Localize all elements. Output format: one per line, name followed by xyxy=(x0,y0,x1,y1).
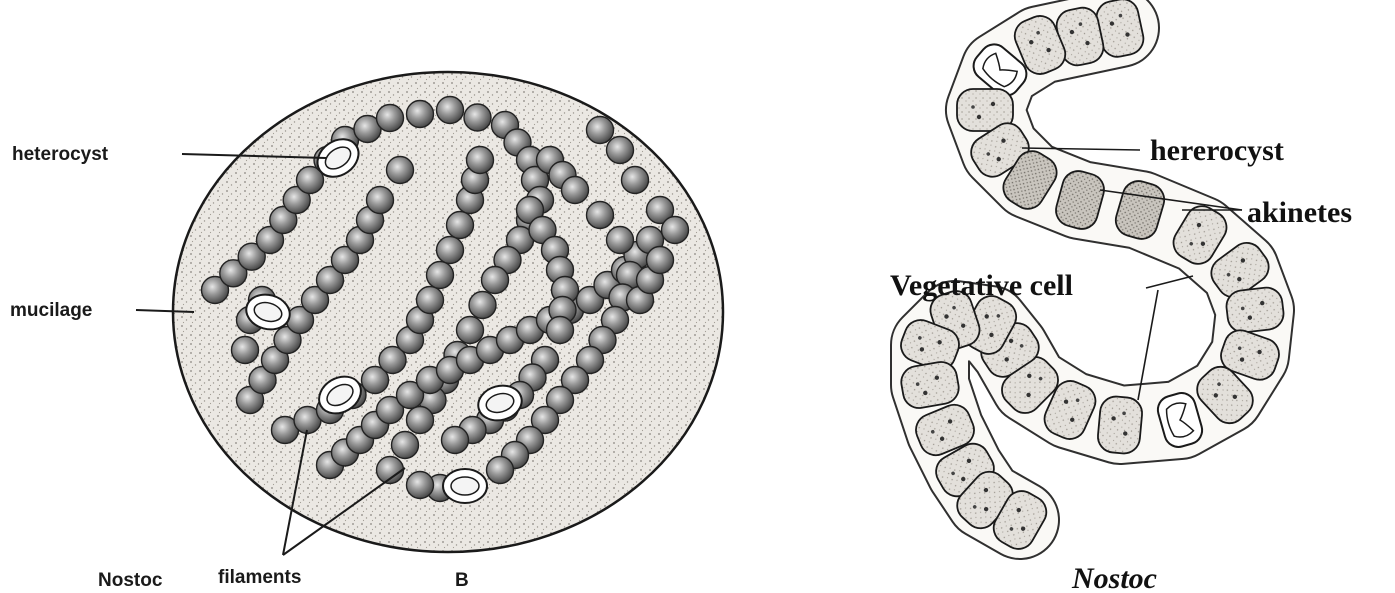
filament-bead xyxy=(457,317,484,344)
filament-bead xyxy=(547,317,574,344)
heterocyst-cell xyxy=(443,469,487,503)
filament-bead xyxy=(447,212,474,239)
filament-bead xyxy=(407,472,434,499)
filament-bead xyxy=(367,187,394,214)
filament-bead xyxy=(417,287,444,314)
filament-bead xyxy=(232,337,259,364)
filament-bead xyxy=(482,267,509,294)
filament-bead xyxy=(377,105,404,132)
filament-bead xyxy=(622,167,649,194)
filament-bead xyxy=(437,97,464,124)
label-nostoc: Nostoc xyxy=(98,570,163,591)
vegetative-cell xyxy=(1097,395,1144,455)
filament-bead xyxy=(427,262,454,289)
filament-bead xyxy=(662,217,689,244)
label-filaments: filaments xyxy=(218,567,301,588)
filament-bead xyxy=(464,104,491,131)
filament-bead xyxy=(407,407,434,434)
filament-bead xyxy=(607,137,634,164)
filament-bead xyxy=(607,227,634,254)
left-colony-figure xyxy=(173,72,723,552)
label-akinetes: akinetes xyxy=(1247,196,1352,229)
label-mucilage: mucilage xyxy=(10,300,92,321)
filament-bead xyxy=(469,292,496,319)
filament-bead xyxy=(437,237,464,264)
vegetative-cell xyxy=(1225,286,1286,334)
filament-bead xyxy=(487,457,514,484)
filament-bead xyxy=(562,177,589,204)
filament-bead xyxy=(467,147,494,174)
label-panel-b: B xyxy=(455,570,469,591)
vegetative-leader-1 xyxy=(1146,276,1193,288)
filament-bead xyxy=(392,432,419,459)
filament-bead xyxy=(387,157,414,184)
label-vegetative-cell: Vegetative cell xyxy=(890,269,1073,302)
caption-nostoc: Nostoc xyxy=(1071,562,1157,593)
label-hererocyst: hererocyst xyxy=(1150,134,1284,167)
filament-bead xyxy=(442,427,469,454)
filament-bead xyxy=(587,117,614,144)
filament-bead xyxy=(647,247,674,274)
filament-bead xyxy=(587,202,614,229)
filament-bead xyxy=(407,101,434,128)
label-heterocyst: heterocyst xyxy=(12,144,109,165)
